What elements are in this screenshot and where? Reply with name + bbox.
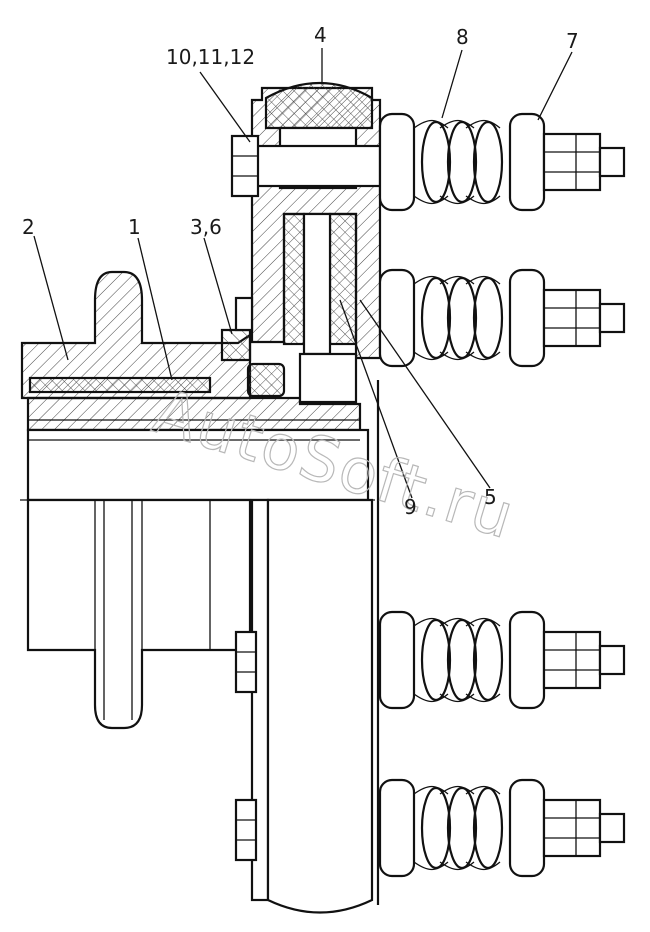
hub-nut-lower-1: [234, 630, 258, 694]
key-bush-section: [28, 376, 212, 394]
rim-segment: [264, 82, 374, 130]
spring-assembly-3: [378, 610, 626, 710]
sprocket-hub-section: [20, 270, 252, 400]
hub-nut-lower-2: [234, 798, 258, 862]
through-bolt: [254, 144, 382, 188]
callout-7: 7: [566, 29, 579, 53]
hub-nut-upper: [234, 296, 254, 332]
spring-assembly-2: [378, 268, 626, 368]
callout-4: 4: [314, 23, 327, 47]
friction-lining-right: [328, 212, 358, 346]
spring-assembly-1: [378, 112, 626, 212]
bolt-head: [230, 134, 260, 198]
callout-5: 5: [484, 485, 497, 509]
friction-lining-left: [282, 212, 306, 346]
cover-plate-section: [220, 328, 252, 362]
callout-2: 2: [22, 215, 35, 239]
spring-assembly-4: [378, 778, 626, 878]
leader-lines: [33, 48, 573, 499]
drum-body: [266, 498, 374, 914]
shaft-body: [26, 428, 370, 502]
seal-ring: [246, 362, 286, 398]
callout-9: 9: [404, 495, 417, 519]
pressure-pin: [302, 212, 332, 356]
callout-3-6: 3,6: [190, 215, 222, 239]
callout-1: 1: [128, 215, 141, 239]
callout-10-11-12: 10,11,12: [166, 45, 255, 69]
callout-8: 8: [456, 25, 469, 49]
sprocket-hub-outline: [26, 498, 252, 730]
pin-lower: [298, 352, 358, 404]
